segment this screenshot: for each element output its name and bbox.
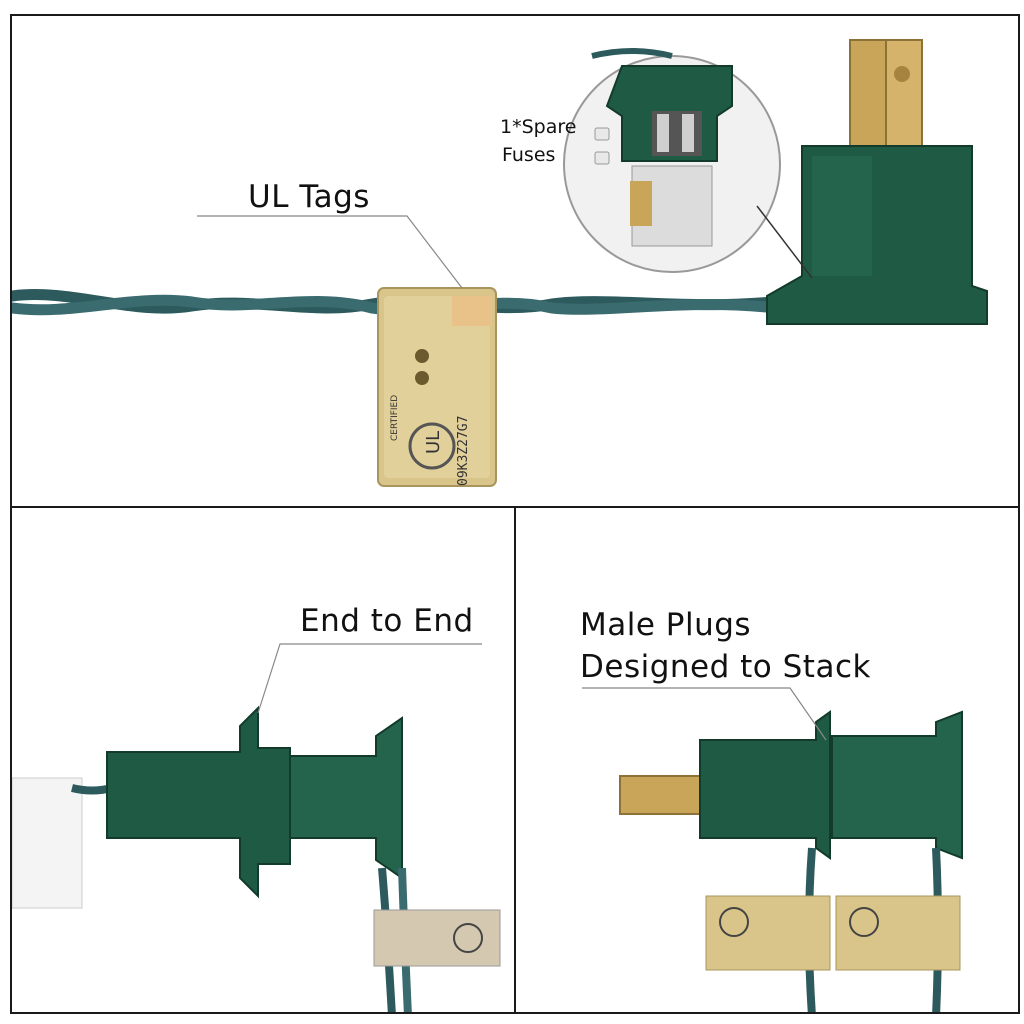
end-to-end-leader-line — [257, 643, 482, 714]
small-ul-tag — [373, 909, 501, 967]
tag-certified: CERTIFIED — [390, 395, 400, 441]
plug-body — [106, 705, 291, 899]
end-to-end-label: End to End — [300, 603, 474, 639]
socket-body — [289, 716, 403, 880]
panel-ul-tags: UL 09K3Z27G7 CERTIFIED — [10, 14, 1020, 508]
plug-prongs — [619, 775, 701, 815]
male-plug-2 — [831, 710, 963, 860]
instruction-tag — [12, 777, 83, 909]
tag-ul-mark: UL — [423, 431, 444, 454]
panel-end-to-end: End to End — [10, 506, 516, 1014]
panel-male-plugs: Male Plugs Designed to Stack — [514, 506, 1020, 1014]
inset-leader-line — [756, 205, 813, 279]
ul-tag-1 — [705, 895, 831, 971]
male-plugs-illustration — [582, 687, 963, 1012]
male-plugs-leader-line — [582, 687, 827, 741]
twisted-wire — [12, 289, 798, 316]
spare-fuses-label-line2: Fuses — [502, 144, 556, 166]
spare-fuses-label-line1: 1*Spare — [500, 116, 577, 138]
ul-tag: UL 09K3Z27G7 CERTIFIED — [377, 287, 497, 487]
tag-code: 09K3Z27G7 — [456, 416, 471, 486]
ul-tags-label: UL Tags — [248, 179, 370, 215]
male-plugs-label-line2: Designed to Stack — [580, 649, 871, 685]
top-illustration: UL 09K3Z27G7 CERTIFIED — [12, 39, 988, 487]
ul-tag-2 — [835, 895, 961, 971]
ul-tags-leader-line — [197, 215, 463, 289]
end-to-end-illustration — [12, 643, 501, 1012]
male-plug-1 — [699, 710, 831, 860]
fuse-inset — [563, 48, 781, 273]
male-plugs-label-line1: Male Plugs — [580, 607, 752, 643]
male-plug-large — [766, 39, 988, 325]
spare-fuses-icon — [594, 127, 610, 165]
